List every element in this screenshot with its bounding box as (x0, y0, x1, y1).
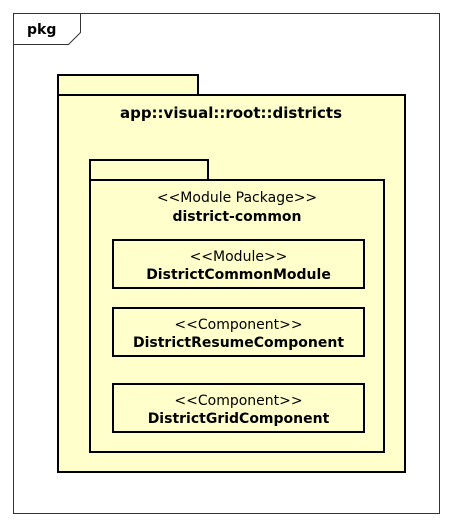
element-district-common-module[interactable]: <<Module>> DistrictCommonModule (112, 239, 365, 289)
element-name: DistrictResumeComponent (133, 335, 344, 351)
element-box (112, 383, 365, 433)
element-district-grid-component[interactable]: <<Component>> DistrictGridComponent (112, 383, 365, 433)
element-box (112, 239, 365, 289)
element-name: DistrictGridComponent (148, 411, 330, 427)
inner-package-stereotype: <<Module Package>> (157, 190, 317, 206)
frame-tag-border (13, 13, 81, 45)
outer-package-tab (57, 74, 199, 96)
element-stereotype: <<Component>> (174, 393, 302, 409)
element-stereotype: <<Module>> (190, 249, 288, 265)
outer-package-name: app::visual::root::districts (120, 104, 342, 122)
element-district-resume-component[interactable]: <<Component>> DistrictResumeComponent (112, 307, 365, 357)
inner-package-name: district-common (172, 209, 301, 225)
element-name: DistrictCommonModule (146, 267, 331, 283)
element-box (112, 307, 365, 357)
inner-package-tab (89, 159, 209, 181)
frame-tag-label: pkg (27, 22, 56, 38)
element-stereotype: <<Component>> (174, 317, 302, 333)
